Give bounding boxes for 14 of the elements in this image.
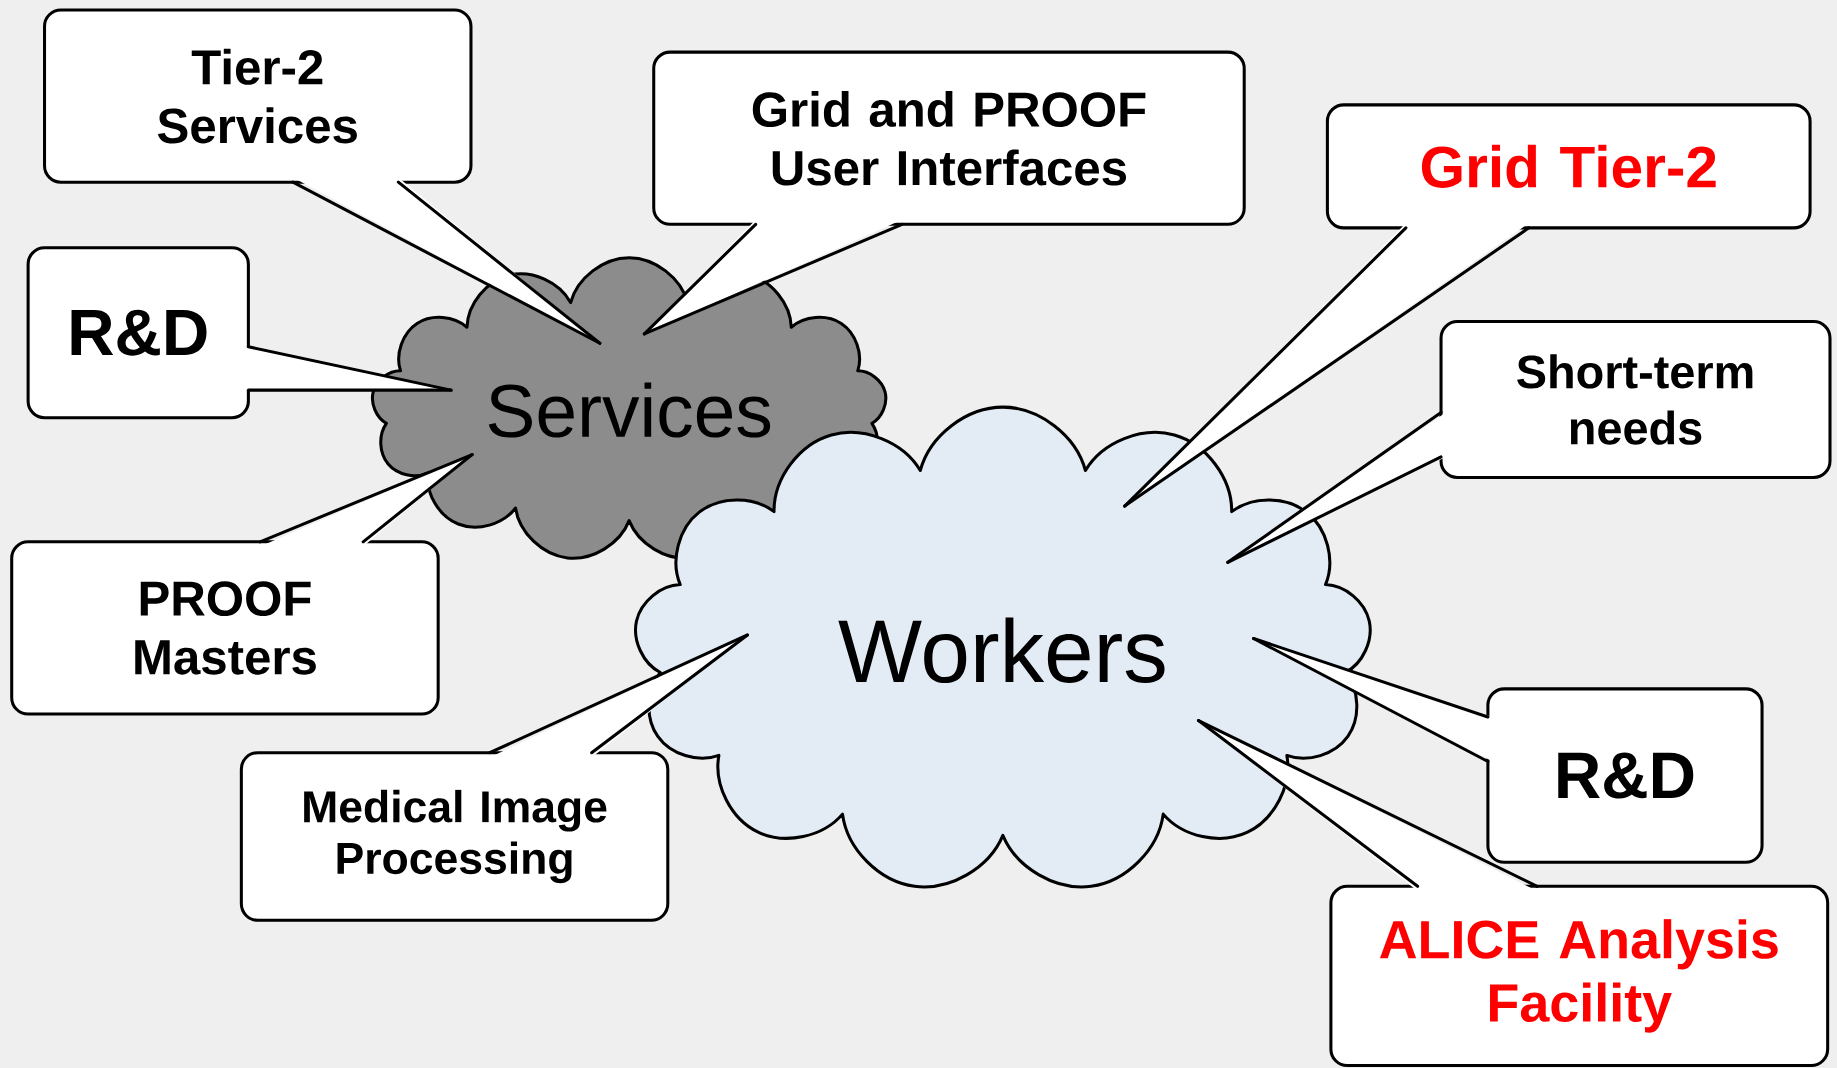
callout-box: ALICE Analysis Facility (1329, 884, 1830, 1067)
callout-pointer (1252, 636, 1493, 763)
callout-pointer (488, 633, 749, 758)
callout-pointer (642, 219, 904, 336)
callout-box: Grid Tier-2 (1325, 103, 1812, 230)
callout-pointer (258, 452, 474, 547)
callout-pointer (291, 177, 602, 345)
callout-box: Tier-2 Services (43, 8, 473, 184)
callout-pointer (1226, 410, 1446, 564)
callout-box: R&D (1486, 687, 1764, 864)
callout-pointer (1197, 718, 1539, 891)
callout-box: Short-term needs (1439, 319, 1832, 479)
callout-box: R&D (26, 246, 250, 419)
callout-pointer (243, 345, 453, 392)
